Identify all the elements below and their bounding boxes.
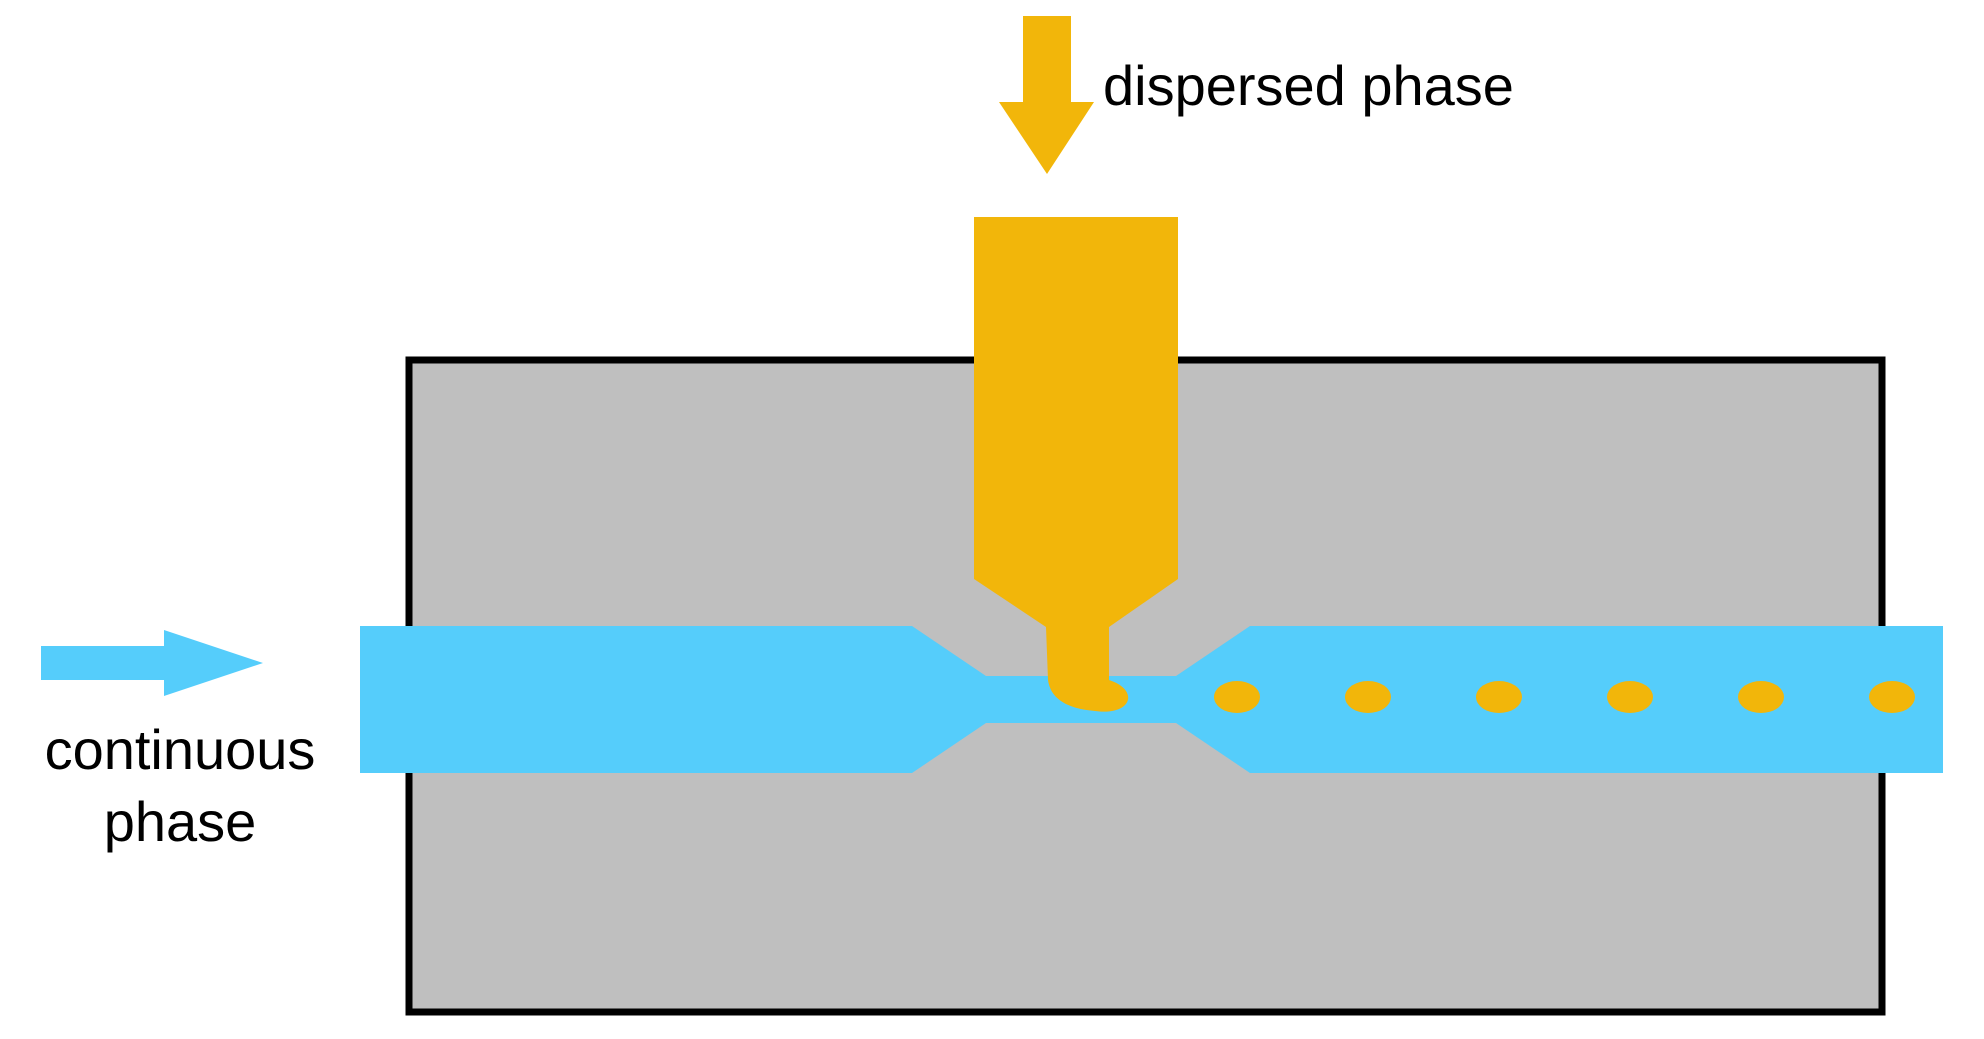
continuous-phase-channel [360, 626, 1943, 773]
droplet-group [1214, 681, 1915, 713]
continuous-phase-arrow [41, 630, 263, 696]
dispersed-phase-inlet [974, 217, 1178, 712]
dispersed-phase-label: dispersed phase [1103, 54, 1514, 117]
continuous-phase-label: continuous phase [30, 714, 330, 858]
continuous-phase-label-line1: continuous [44, 718, 316, 781]
droplet [1214, 681, 1260, 713]
droplet [1476, 681, 1522, 713]
droplet [1869, 681, 1915, 713]
droplet [1345, 681, 1391, 713]
continuous-phase-label-line2: phase [103, 790, 257, 853]
dispersed-phase-arrow [999, 16, 1094, 174]
droplet [1607, 681, 1653, 713]
droplet [1738, 681, 1784, 713]
